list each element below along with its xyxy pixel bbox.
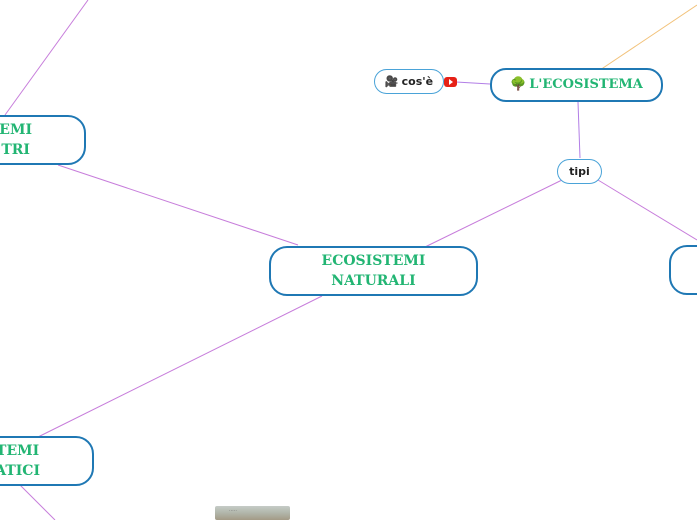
thumbnail-text: ····· xyxy=(229,508,237,514)
film-reel-icon: 🎥 xyxy=(384,75,399,88)
node-cose[interactable]: 🎥 cos'è xyxy=(374,69,444,94)
youtube-icon[interactable] xyxy=(444,77,457,87)
node-root-ecosistema[interactable]: 🌳 L'ECOSISTEMA xyxy=(490,68,663,102)
node-ecosistemi-acquatici[interactable]: TEMI ATICI xyxy=(0,436,94,486)
node-ecosistemi-terrestri[interactable]: EMI TRI xyxy=(0,115,86,165)
image-thumbnail[interactable]: ····· xyxy=(215,506,290,520)
link-root-cose xyxy=(455,81,491,85)
link-naturali-terrestri xyxy=(57,164,299,246)
link-terrestri-offscreen xyxy=(4,0,89,116)
node-acquatici-label: TEMI ATICI xyxy=(0,443,40,479)
node-tipi[interactable]: tipi xyxy=(557,159,602,184)
link-tipi-naturali xyxy=(424,179,563,248)
node-ecosistemi-naturali[interactable]: ECOSISTEMI NATURALI xyxy=(269,246,478,296)
node-cose-label: cos'è xyxy=(401,75,434,88)
tree-icon: 🌳 xyxy=(510,77,527,92)
link-root-offscreen xyxy=(599,4,697,71)
link-root-tipi xyxy=(577,101,581,159)
link-naturali-acquatici xyxy=(37,295,323,438)
node-naturali-label: ECOSISTEMI NATURALI xyxy=(321,253,426,289)
link-acquatici-offscreen xyxy=(19,484,56,520)
node-right-offscreen[interactable] xyxy=(669,245,697,295)
node-root-label: L'ECOSISTEMA xyxy=(529,77,643,92)
link-tipi-right xyxy=(597,179,697,241)
node-tipi-label: tipi xyxy=(569,165,590,178)
node-terrestri-label: EMI TRI xyxy=(0,122,32,158)
